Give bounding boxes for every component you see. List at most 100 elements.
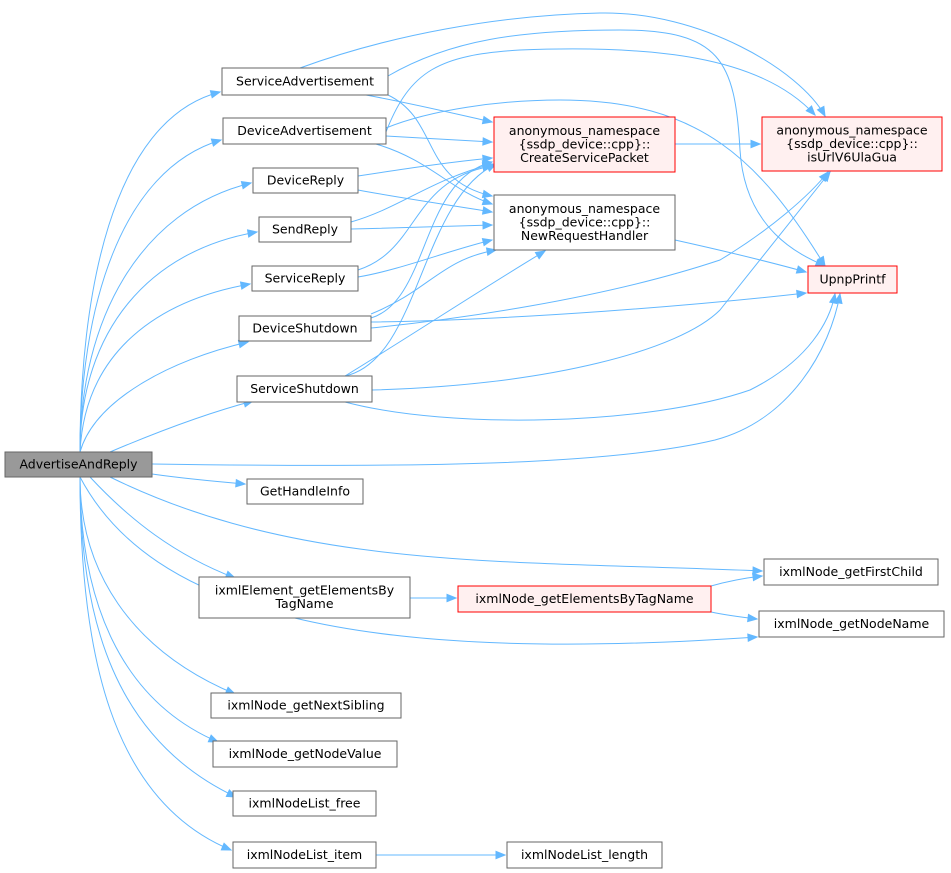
edge-line [370,249,497,315]
edge-arrowhead [816,105,826,118]
edge-service_shutdown-to-is_url_v6_ula_gua [371,170,831,391]
edge-arrowhead [481,115,494,125]
edge-line [109,400,254,453]
node-box [758,610,945,638]
node-box [236,375,373,403]
edge-arrowhead [481,206,494,215]
node-device-shutdown[interactable]: DeviceShutdown [238,315,372,342]
node-label: ixmlNode_getNodeName [774,616,930,631]
node-ixml-node-get-first-child[interactable]: ixmlNode_getFirstChild [763,558,939,586]
node-service-advertisement[interactable]: ServiceAdvertisement [221,67,389,96]
node-is-url-v6-ula-gua[interactable]: anonymous_namespace{ssdp_device::cpp}::i… [761,116,943,172]
edge-device_advertisement-to-new_request_handler [375,143,494,206]
node-label: ixmlElement_getElementsBy [215,583,395,598]
edge-line [365,94,493,123]
node-device-advertisement[interactable]: DeviceAdvertisement [222,117,387,145]
node-send-reply[interactable]: SendReply [258,216,352,243]
node-label: {ssdp_device::cpp}:: [519,214,651,229]
edge-line [151,293,841,466]
node-device-reply[interactable]: DeviceReply [252,167,359,194]
edge-line [79,283,251,453]
node-ixml-node-list-length[interactable]: ixmlNodeList_length [506,841,663,869]
edge-arrowhead [237,339,250,349]
node-label: ServiceShutdown [250,381,359,396]
node-service-shutdown[interactable]: ServiceShutdown [236,375,373,403]
edge-line [387,94,493,197]
node-box [807,265,898,294]
edge-ixml_node_get_elements_by_tag_name-to-ixml_node_get_node_name [710,611,759,623]
edge-service_shutdown-to-new_request_handler [344,250,547,377]
node-ixml-node-get-node-value[interactable]: ixmlNode_getNodeValue [212,740,398,768]
node-ixml-node-get-elements-by-tag-name[interactable]: ixmlNode_getElementsByTagName [457,585,712,613]
node-box [221,67,389,96]
edge-line [370,292,807,323]
node-box [493,194,676,251]
edge-service_advertisement-to-create_service_packet [365,94,494,125]
node-ixml-node-get-node-name[interactable]: ixmlNode_getNodeName [758,610,945,638]
node-box [238,315,372,342]
node-box [222,117,387,145]
edge-arrowhead [534,250,547,260]
node-ixml-node-get-next-sibling[interactable]: ixmlNode_getNextSibling [210,692,402,719]
edge-arrowhead [481,237,494,247]
edge-arrowhead [495,850,507,860]
edge-line [79,476,237,798]
node-label: ixmlNodeList_length [521,847,648,862]
edge-arrowhead [795,265,808,274]
node-box [232,790,377,817]
node-label: NewRequestHandler [521,228,649,243]
nodes-layer: AdvertiseAndReply ServiceAdvertisementDev… [4,67,945,869]
node-service-reply[interactable]: ServiceReply [251,265,359,292]
node-new-request-handler[interactable]: anonymous_namespace{ssdp_device::cpp}::N… [493,194,676,251]
node-box [761,116,943,172]
node-label: ixmlNode_getElementsByTagName [475,591,694,606]
node-advertise-and-reply[interactable]: AdvertiseAndReply [4,451,153,478]
node-ixml-node-list-free[interactable]: ixmlNodeList_free [232,790,377,817]
node-label: TagName [274,596,333,611]
edge-advertise_and_reply-to-device_shutdown [79,339,250,453]
node-label: ServiceReply [265,270,346,285]
edge-line [370,171,829,329]
edge-service_reply-to-create_service_packet [357,163,494,271]
edge-line [109,476,763,572]
node-label: DeviceAdvertisement [237,123,372,138]
edge-ixml_element_get_elements_by_tag_name-to-ixml_node_get_elements_by_tag_name [410,593,458,603]
edge-new_request_handler-to-upnp_printf [674,239,808,274]
edge-line [344,163,497,377]
node-box [198,576,411,619]
node-create-service-packet[interactable]: anonymous_namespace{ssdp_device::cpp}::C… [493,116,676,173]
edge-arrowhead [820,170,831,183]
node-box [251,265,359,292]
edge-line [350,224,493,230]
edge-line [357,157,493,177]
edge-arrowhead [752,572,764,582]
node-label: ixmlNode_getNodeValue [229,746,382,761]
edge-line [79,476,219,743]
edge-arrowhead [805,105,816,116]
edge-arrowhead [220,842,233,851]
edge-arrowhead [246,229,259,238]
edge-line [79,476,236,695]
edge-line [79,476,758,645]
edge-device_shutdown-to-new_request_handler [370,247,498,315]
edge-create_service_packet-to-is_url_v6_ula_gua [675,139,762,149]
node-upnp-printf[interactable]: UpnpPrintf [807,265,898,294]
edge-send_reply-to-new_request_handler [350,220,494,230]
node-ixml-element-get-elements-by-tag-name[interactable]: ixmlElement_getElementsByTagName [198,576,411,619]
edge-line [370,161,493,319]
edge-advertise_and_reply-to-ixml_node_get_node_name [79,476,759,645]
edge-arrowhead [750,139,762,149]
node-get-handle-info[interactable]: GetHandleInfo [246,478,364,505]
edge-line [375,143,493,205]
node-label: ixmlNodeList_item [247,847,363,862]
node-ixml-node-list-item[interactable]: ixmlNodeList_item [232,841,377,869]
edge-ixml_node_get_elements_by_tag_name-to-ixml_node_get_first_child [710,572,764,587]
node-label: ixmlNodeList_free [249,795,361,810]
edge-line [357,189,493,213]
edge-arrowhead [240,181,253,190]
edge-line [79,91,221,453]
edge-arrowhead [481,189,494,199]
edge-advertise_and_reply-to-get_handle_info [151,473,247,488]
edge-arrowhead [446,593,458,603]
